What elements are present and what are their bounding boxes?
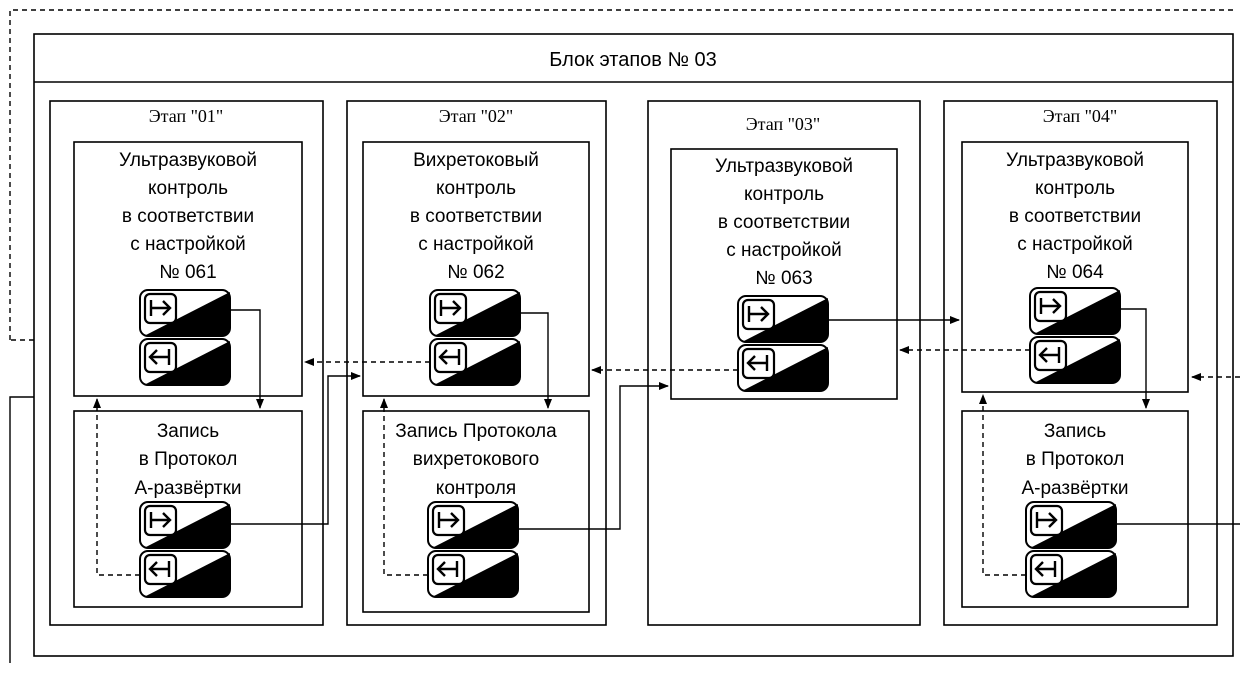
back-transition-icon[interactable] <box>138 337 232 387</box>
control-text-line: в соответствии <box>1009 206 1141 227</box>
stage-title: Этап "02" <box>439 106 514 126</box>
record-text-line: А-развёртки <box>134 478 241 499</box>
connector-arrow <box>230 309 264 409</box>
control-text-line: контроль <box>436 178 516 199</box>
incoming-connector <box>9 396 34 663</box>
stage-title: Этап "03" <box>746 114 821 134</box>
record-box <box>73 410 303 608</box>
control-text-line: Ультразвуковой <box>1006 150 1144 171</box>
control-text-line: контроль <box>148 178 228 199</box>
back-transition-icon[interactable] <box>428 337 522 387</box>
forward-transition-icon[interactable] <box>428 288 522 338</box>
back-connectors <box>10 339 1240 576</box>
record-text-line: А-развёртки <box>1021 478 1128 499</box>
record-text-line: в Протокол <box>1026 449 1125 470</box>
connector-arrow <box>230 372 361 525</box>
control-text-line: с настройкой <box>130 234 246 255</box>
forward-transition-icon[interactable] <box>138 500 232 550</box>
control-text-line: Ультразвуковой <box>119 150 257 171</box>
record-text-line: вихретокового <box>413 449 539 470</box>
back-transition-icon[interactable] <box>1024 549 1118 599</box>
control-text-line: с настройкой <box>1017 234 1133 255</box>
control-box <box>362 141 590 397</box>
control-text-line: контроль <box>1035 178 1115 199</box>
forward-transition-icon[interactable] <box>1028 286 1122 336</box>
setting-number: № 061 <box>159 262 216 283</box>
stage-01: Этап "01" Ультразвуковой контроль в соот… <box>49 100 324 626</box>
setting-number: № 064 <box>1046 262 1104 283</box>
forward-transition-icon[interactable] <box>426 500 520 550</box>
back-connector-arrow <box>979 394 1026 576</box>
record-text-line: Запись <box>157 421 219 442</box>
stage-title: Этап "04" <box>1043 106 1118 126</box>
outer-dashed-frame <box>9 9 1236 340</box>
stage-04: Этап "04" Ультразвуковой контроль в соот… <box>943 100 1218 626</box>
stage-block-container <box>33 33 1234 657</box>
record-text-line: Запись <box>1044 421 1106 442</box>
connector-arrow <box>1120 308 1150 409</box>
record-text-line: в Протокол <box>139 449 238 470</box>
stage-02: Этап "02" Вихретоковый контроль в соотве… <box>346 100 607 626</box>
back-transition-icon[interactable] <box>426 549 520 599</box>
connector-arrow <box>520 312 552 409</box>
control-box <box>73 141 303 397</box>
stage-title: Этап "01" <box>149 106 224 126</box>
record-text-line: Запись Протокола <box>395 421 557 442</box>
forward-transition-icon[interactable] <box>138 288 232 338</box>
control-text-line: с настройкой <box>726 240 842 261</box>
block-title: Блок этапов № 03 <box>549 49 716 71</box>
back-transition-icon[interactable] <box>736 343 830 393</box>
control-text-line: контроль <box>744 184 824 205</box>
record-box <box>961 410 1189 608</box>
record-text-line: контроля <box>436 478 516 499</box>
back-transition-icon[interactable] <box>138 549 232 599</box>
forward-connectors <box>9 308 1240 663</box>
control-box <box>670 148 898 400</box>
stage-03: Этап "03" Ультразвуковой контроль в соот… <box>647 100 921 626</box>
setting-number: № 063 <box>755 268 812 289</box>
control-text-line: с настройкой <box>418 234 534 255</box>
control-text-line: Ультразвуковой <box>715 156 853 177</box>
control-text-line: в соответствии <box>122 206 254 227</box>
control-text-line: в соответствии <box>410 206 542 227</box>
record-box <box>362 410 590 613</box>
connector-arrow <box>518 382 669 530</box>
setting-number: № 062 <box>447 262 504 283</box>
control-text-line: в соответствии <box>718 212 850 233</box>
control-text-line: Вихретоковый <box>413 150 539 171</box>
forward-transition-icon[interactable] <box>736 294 830 344</box>
forward-transition-icon[interactable] <box>1024 500 1118 550</box>
back-transition-icon[interactable] <box>1028 335 1122 385</box>
control-box <box>961 141 1189 393</box>
